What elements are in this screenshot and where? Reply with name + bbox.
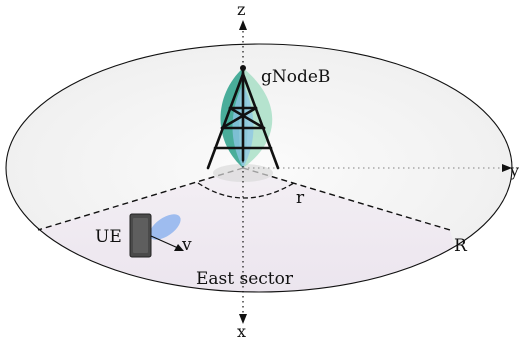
radius-inner-label: r bbox=[296, 188, 305, 208]
velocity-label: v bbox=[181, 235, 192, 255]
x-axis-label: x bbox=[237, 322, 246, 341]
radius-outer-label: R bbox=[454, 236, 468, 256]
sector-boundary-left bbox=[37, 167, 244, 231]
z-axis-label: z bbox=[237, 0, 245, 19]
z-axis-arrowhead bbox=[239, 20, 247, 30]
tower-top-node bbox=[240, 65, 246, 71]
y-axis-label: y bbox=[509, 161, 519, 180]
velocity-arrowhead bbox=[174, 244, 184, 251]
gnodeb-tower-icon bbox=[206, 66, 280, 170]
east-sector-label: East sector bbox=[196, 269, 294, 289]
ue-label: UE bbox=[95, 227, 122, 247]
velocity-arrow bbox=[150, 235, 179, 249]
y-axis-arrowhead bbox=[502, 164, 512, 172]
inner-radius-arc bbox=[197, 182, 295, 199]
gnodeb-label: gNodeB bbox=[261, 67, 330, 87]
sector-boundary-right bbox=[242, 167, 451, 231]
x-axis-arrowhead bbox=[239, 314, 247, 324]
east-sector-area bbox=[38, 168, 480, 292]
ue-device-icon bbox=[129, 213, 152, 258]
ue-beam bbox=[149, 214, 181, 240]
